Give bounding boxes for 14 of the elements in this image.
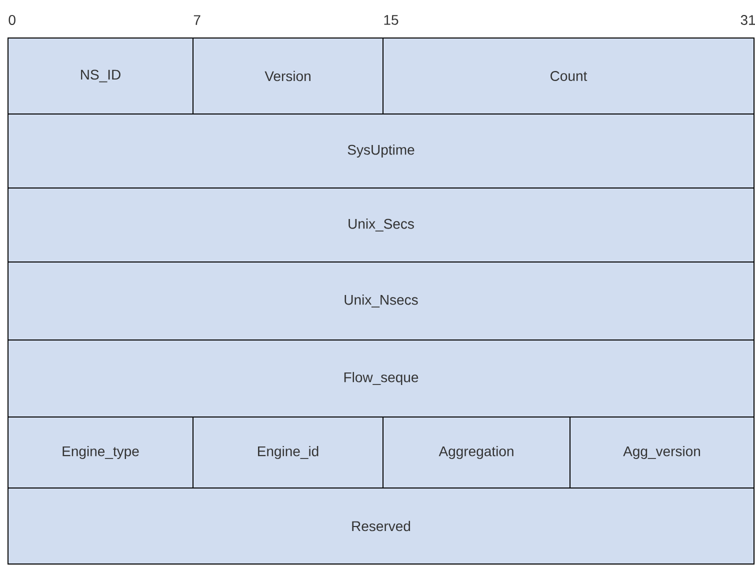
field-cell: Engine_type — [8, 416, 194, 488]
bit-label: 15 — [384, 15, 398, 25]
field-cell: Agg_version — [570, 416, 754, 488]
field-cell: Unix_Nsecs — [8, 262, 754, 340]
field-cell: NS_ID — [8, 38, 194, 114]
node-label: Reserved — [352, 520, 410, 532]
field-cell: Version — [192, 38, 384, 114]
field-cell: Count — [382, 38, 754, 114]
bit-label: 0 — [8, 15, 16, 25]
field-cell: Unix_Secs — [8, 188, 754, 262]
bit-label: 7 — [194, 15, 200, 25]
field-cell: Engine_id — [192, 416, 384, 488]
bit-label: 31 — [740, 15, 755, 25]
field-cell: Aggregation — [382, 416, 570, 488]
